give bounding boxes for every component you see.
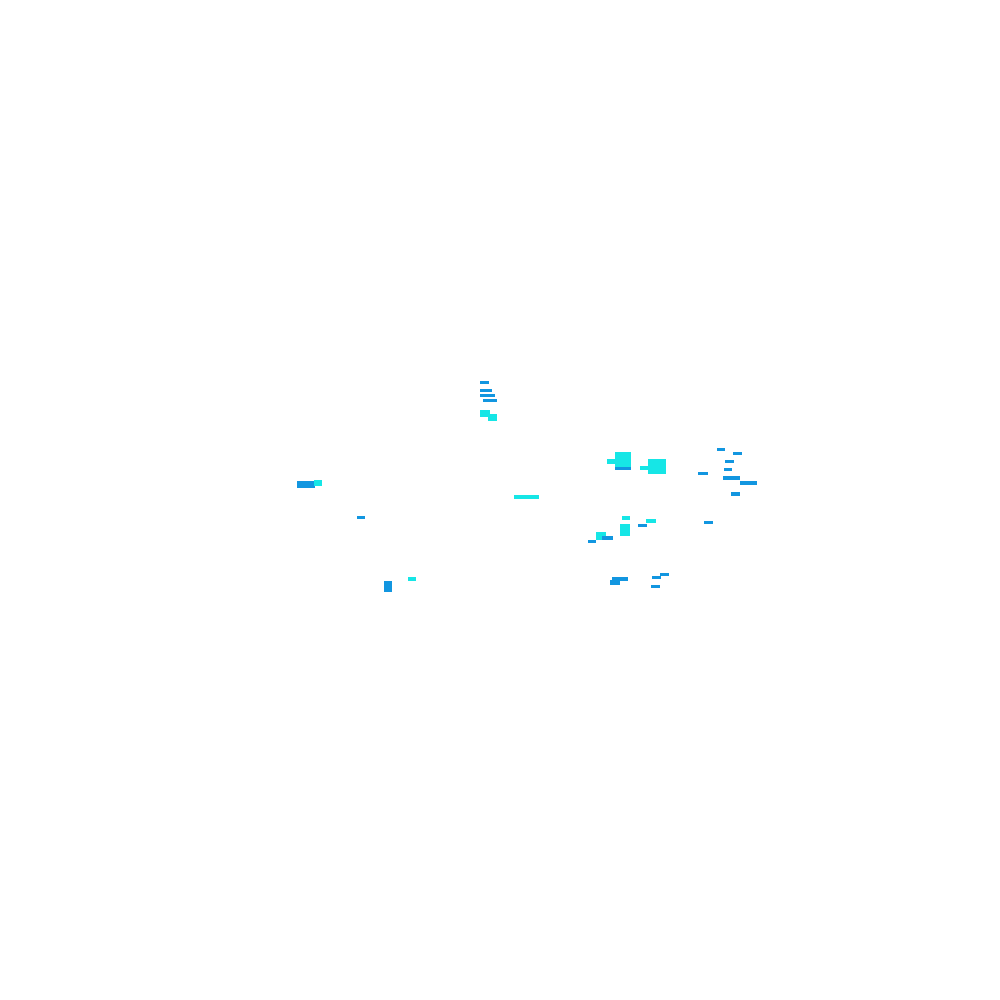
fragment-mark — [588, 540, 596, 543]
fragment-mark — [480, 389, 492, 392]
fragment-mark — [488, 414, 497, 421]
fragment-mark — [297, 481, 315, 488]
fragment-mark — [646, 519, 656, 523]
fragment-mark — [704, 521, 713, 524]
fragment-mark — [602, 536, 613, 540]
fragment-mark — [615, 467, 631, 470]
fragment-mark — [480, 394, 495, 397]
fragment-mark — [723, 476, 740, 480]
fragment-mark — [607, 459, 619, 464]
fragment-mark — [615, 452, 631, 467]
fragment-mark — [408, 577, 416, 581]
fragment-mark — [480, 381, 489, 384]
fragment-mark — [717, 448, 725, 451]
fragment-mark — [652, 576, 661, 579]
fragment-mark — [724, 468, 732, 471]
fragment-mark — [640, 466, 652, 470]
fragment-mark — [698, 472, 708, 475]
fragment-mark — [314, 480, 322, 486]
fragment-mark — [638, 524, 647, 527]
fragment-mark — [648, 459, 666, 474]
fragment-mark — [612, 577, 628, 581]
fragment-mark — [384, 581, 392, 592]
fragment-mark — [596, 532, 606, 540]
fragment-mark — [731, 492, 740, 496]
fragment-mark — [620, 524, 630, 536]
fragment-mark — [610, 580, 620, 585]
fragment-mark — [480, 410, 490, 417]
fragment-mark — [622, 516, 630, 520]
fragment-mark — [725, 460, 734, 463]
fragment-mark — [357, 516, 365, 519]
fragment-mark — [660, 573, 669, 576]
fragment-mark — [740, 481, 757, 485]
fragment-mark — [483, 399, 497, 402]
fragment-mark — [733, 452, 742, 455]
fragment-mark — [514, 495, 539, 499]
fragment-mark — [651, 585, 660, 588]
